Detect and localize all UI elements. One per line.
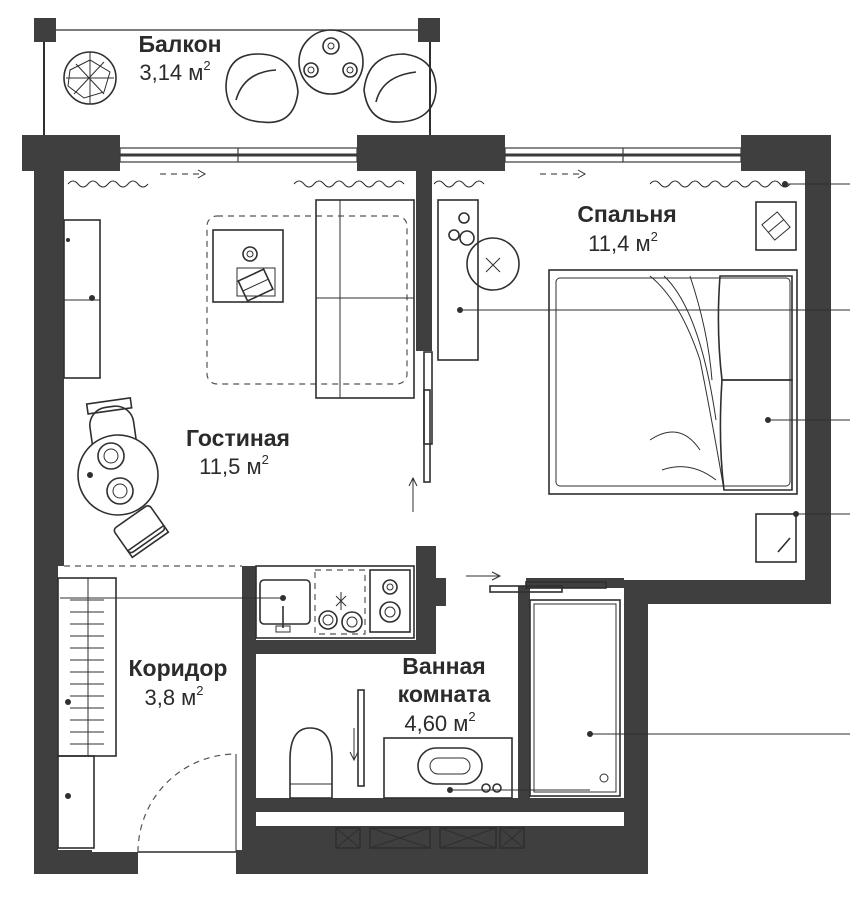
balcony-furniture <box>63 29 437 124</box>
living-room-name: Гостиная <box>186 425 290 451</box>
corridor-area-value: 3,8 м <box>144 685 196 710</box>
kitchen <box>60 565 502 639</box>
living-room-furniture <box>63 199 850 567</box>
bedroom-name: Спальня <box>577 201 676 227</box>
living-room-area-unit: 2 <box>262 452 269 467</box>
bathroom-area-value: 4,60 м <box>404 711 468 736</box>
living-room-area: 11,5 м2 <box>199 452 269 479</box>
room-labels: Балкон 3,14 м2 Спальня 11,4 м2 Гостиная … <box>129 31 677 736</box>
walls <box>22 18 831 874</box>
balcony-name: Балкон <box>138 31 221 57</box>
balcony-area-value: 3,14 м <box>139 60 203 85</box>
balcony-area-unit: 2 <box>203 58 210 73</box>
bedroom-area-unit: 2 <box>651 229 658 244</box>
bedroom-area-value: 11,4 м <box>588 231 650 256</box>
corridor <box>57 577 237 853</box>
balcony-area: 3,14 м2 <box>139 58 210 85</box>
bedroom-area: 11,4 м2 <box>588 229 658 256</box>
corridor-area-unit: 2 <box>196 683 203 698</box>
bathroom-area: 4,60 м2 <box>404 709 475 736</box>
bathroom-name-line2: комната <box>398 681 491 707</box>
bathroom <box>289 581 850 849</box>
living-room-area-value: 11,5 м <box>199 454 261 479</box>
corridor-area: 3,8 м2 <box>144 683 203 710</box>
bedroom-furniture <box>548 181 850 563</box>
bathroom-area-unit: 2 <box>468 709 475 724</box>
windows <box>67 147 791 188</box>
corridor-name: Коридор <box>129 655 228 681</box>
bathroom-name-line1: Ванная <box>402 653 485 679</box>
